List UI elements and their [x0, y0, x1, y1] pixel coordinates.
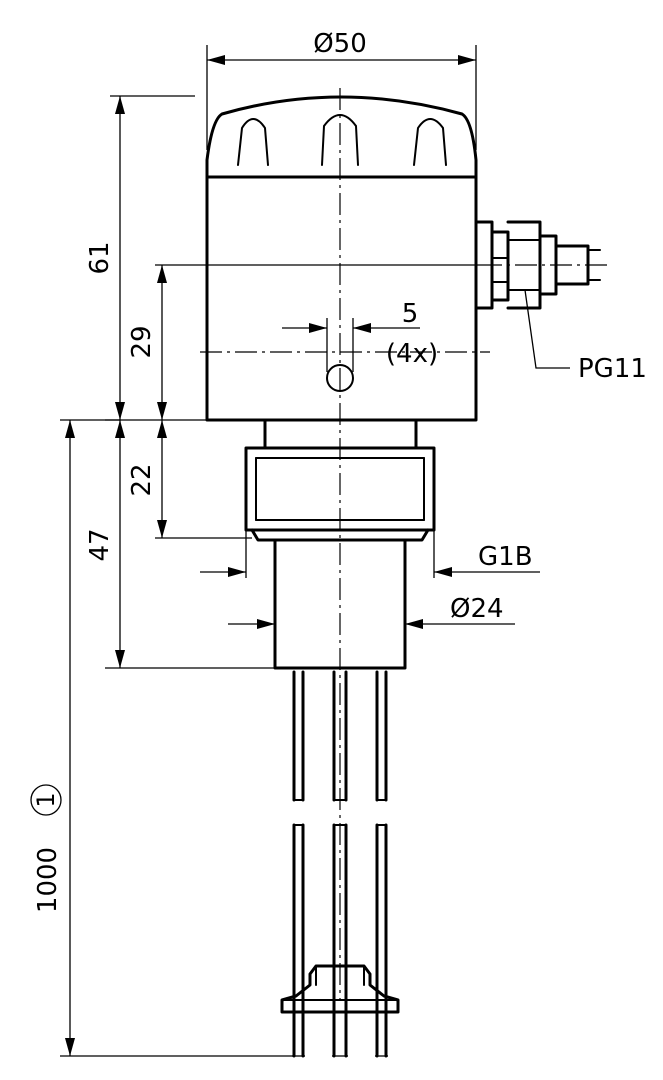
dim-probe-length: 1000: [33, 847, 63, 913]
dim-offset-29: 29: [127, 325, 157, 358]
housing-cap: [205, 95, 478, 179]
dim-housing-diameter: Ø50: [313, 29, 367, 59]
dim-tube-diameter: Ø24: [450, 594, 504, 624]
dim-cable-gland: PG11: [578, 354, 647, 384]
housing-body: [205, 175, 478, 422]
housing: [205, 95, 478, 422]
cable-gland: [474, 220, 601, 310]
dim-hole-size: 5: [402, 299, 419, 329]
centerlines: [200, 88, 610, 1000]
dim-thread: G1B: [478, 542, 533, 572]
dimensions: [30, 45, 570, 1057]
dim-thread-height: 22: [127, 463, 157, 496]
probe-spacer: [280, 964, 400, 1014]
dimension-labels: Ø50 61 29 5 (4x) PG11 22 G1B 47 Ø24 1000…: [32, 29, 647, 913]
dim-neck-length: 47: [85, 528, 115, 561]
cap-grip-right: [413, 118, 447, 166]
dim-housing-height: 61: [85, 241, 115, 274]
cap-grip-left: [237, 118, 269, 166]
mounting-hole: [326, 364, 354, 392]
note-marker-circle: [30, 784, 62, 816]
dim-hole-count: (4x): [386, 339, 438, 369]
note-marker-label: 1: [32, 792, 60, 807]
